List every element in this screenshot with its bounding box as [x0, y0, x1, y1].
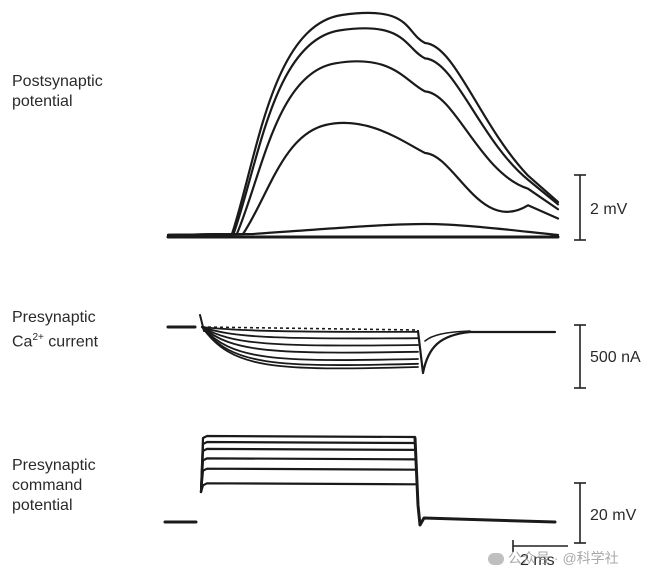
ca-tail-current — [424, 330, 471, 342]
presynaptic-command-label: Presynaptic command potential — [12, 456, 96, 516]
ca-tail-current — [416, 329, 557, 375]
ca-current-trace — [201, 326, 419, 354]
ca-superscript: 2+ — [32, 332, 44, 343]
scale-bar-2ms — [512, 540, 568, 552]
scale-bar-500na — [574, 324, 586, 389]
psp-trace — [166, 27, 560, 237]
label-line: command — [12, 477, 83, 494]
command-potential-traces — [163, 434, 557, 527]
presynaptic-calcium-label: Presynaptic Ca2+ current — [12, 308, 98, 352]
calcium-current-traces — [166, 314, 557, 375]
current-text: current — [43, 333, 99, 351]
label-line: Postsynaptic — [12, 73, 103, 90]
watermark: 公众号 · @科学社 — [488, 548, 619, 568]
scale-label-500na: 500 nA — [590, 349, 641, 366]
psp-trace — [166, 121, 560, 237]
scale-label-20mv: 20 mV — [590, 507, 637, 524]
postsynaptic-potential-label: Postsynaptic potential — [12, 72, 103, 112]
label-line: Presynaptic — [12, 457, 96, 474]
ca-text: Ca — [12, 333, 33, 351]
label-line: potential — [12, 93, 73, 110]
scale-label-2ms: 2 ms — [520, 552, 555, 569]
scale-bar-2mv — [574, 174, 586, 241]
command-step-trace — [199, 434, 417, 494]
scale-bar-20mv — [574, 482, 586, 544]
psp-trace — [166, 60, 560, 237]
ca-current-trace — [201, 326, 419, 347]
ca-current-trace — [201, 326, 419, 340]
scale-label-2mv: 2 mV — [590, 201, 628, 218]
psp-trace — [166, 222, 560, 237]
ca-current-trace — [201, 326, 419, 370]
label-line: Ca2+ current — [12, 328, 98, 352]
watermark-text: 公众号 · @科学社 — [508, 550, 619, 566]
psp-trace — [166, 11, 560, 237]
wechat-icon — [488, 553, 504, 566]
postsynaptic-traces — [166, 11, 560, 239]
ca-current-trace — [201, 326, 419, 333]
label-line: Presynaptic — [12, 309, 96, 326]
command-step-trace — [199, 467, 417, 494]
command-step-trace — [199, 457, 417, 494]
command-step-trace — [199, 482, 417, 494]
ca-current-trace — [201, 326, 419, 361]
label-line: potential — [12, 497, 73, 514]
ca-zero-level — [201, 326, 419, 331]
command-post-segment — [413, 436, 557, 527]
